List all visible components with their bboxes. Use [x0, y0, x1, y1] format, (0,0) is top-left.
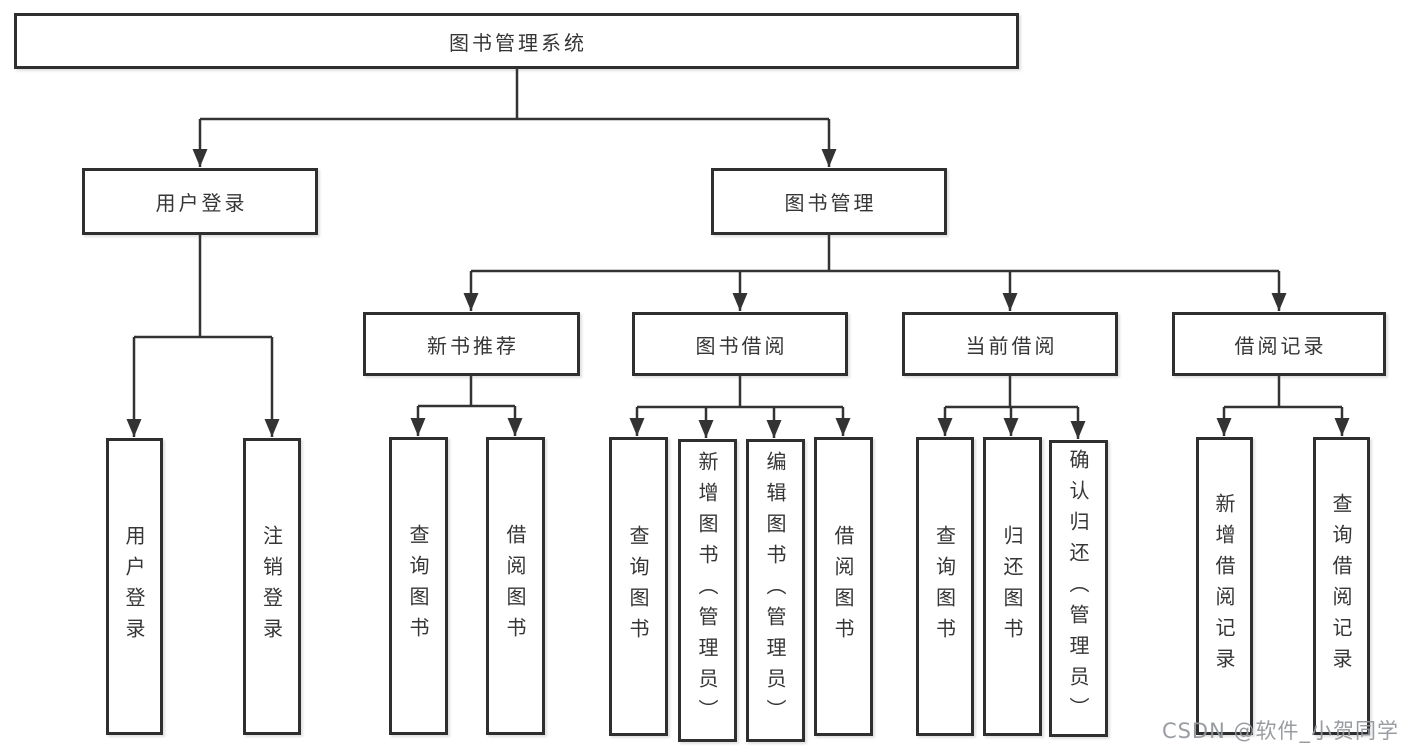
node-book-management: 图书管理 [711, 168, 947, 235]
node-borrow-records: 借阅记录 [1172, 312, 1386, 376]
leaf-borrow-books: 借阅图书 [814, 437, 873, 736]
leaf-query-books-borrow: 查询图书 [609, 437, 668, 736]
node-book-borrow: 图书借阅 [632, 312, 848, 376]
node-root: 图书管理系统 [14, 13, 1019, 69]
leaf-query-books-recommend: 查询图书 [389, 437, 448, 735]
leaf-user-login: 用户登录 [106, 438, 163, 735]
leaf-edit-book-admin: 编辑图书（管理员） [746, 439, 805, 742]
node-user-login: 用户登录 [82, 168, 318, 235]
node-new-book-recommend: 新书推荐 [363, 312, 580, 376]
leaf-confirm-return-admin: 确认归还（管理员） [1049, 440, 1108, 737]
watermark: CSDN @软件_小贺同学 [1161, 719, 1399, 743]
arrow-drops [126, 119, 1350, 439]
leaf-add-book-admin: 新增图书（管理员） [678, 439, 737, 742]
leaf-add-borrow-record: 新增借阅记录 [1196, 437, 1253, 735]
leaf-return-book: 归还图书 [983, 437, 1042, 736]
leaf-borrow-books-recommend: 借阅图书 [486, 437, 545, 735]
leaf-query-borrow-record: 查询借阅记录 [1313, 437, 1370, 735]
leaf-query-books-current: 查询图书 [916, 437, 974, 736]
node-current-borrow: 当前借阅 [902, 312, 1118, 376]
leaf-logout: 注销登录 [243, 438, 301, 735]
